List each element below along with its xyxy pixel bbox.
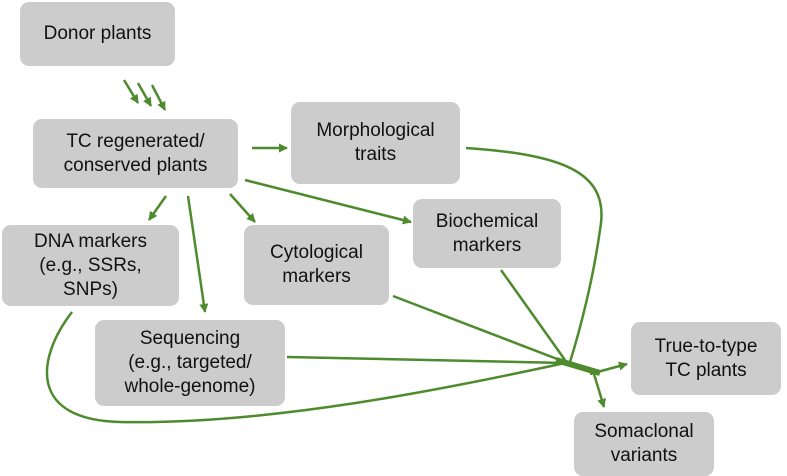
morphological-traits-node: Morphological traits — [291, 102, 460, 184]
arrow-hub-to-soma — [592, 373, 606, 408]
arrow-donor-to-tc-2 — [136, 82, 153, 107]
arrow-tc-to-seq — [186, 195, 209, 313]
arrow-donor-to-tc-3 — [150, 84, 167, 111]
cytological-markers-node: Cytological markers — [244, 225, 389, 305]
biochemical-markers-node: Biochemical markers — [413, 199, 561, 268]
tc-regenerated-node: TC regenerated/ conserved plants — [33, 119, 238, 188]
line-dna-to-hub — [45, 311, 566, 424]
line-cyto-to-hub — [392, 294, 566, 364]
true-to-type-node: True-to-type TC plants — [631, 322, 781, 395]
line-seq-to-hub — [286, 355, 566, 365]
dna-markers-node: DNA markers (e.g., SSRs, SNPs) — [2, 225, 179, 306]
arrow-tc-to-cyto — [229, 193, 256, 223]
donor-plants-node: Donor plants — [20, 2, 175, 66]
line-morph-to-hub — [465, 146, 603, 363]
arrow-tc-to-dna — [147, 195, 168, 221]
hub-wedge — [555, 357, 601, 376]
sequencing-node: Sequencing (e.g., targeted/ whole-genome… — [95, 320, 285, 406]
arrow-tc-to-biochem — [244, 178, 412, 225]
line-biochem-to-hub — [499, 269, 567, 361]
arrow-hub-to-true — [589, 361, 628, 376]
arrow-donor-to-tc-1 — [122, 79, 140, 104]
somaclonal-variants-node: Somaclonal variants — [574, 412, 714, 476]
